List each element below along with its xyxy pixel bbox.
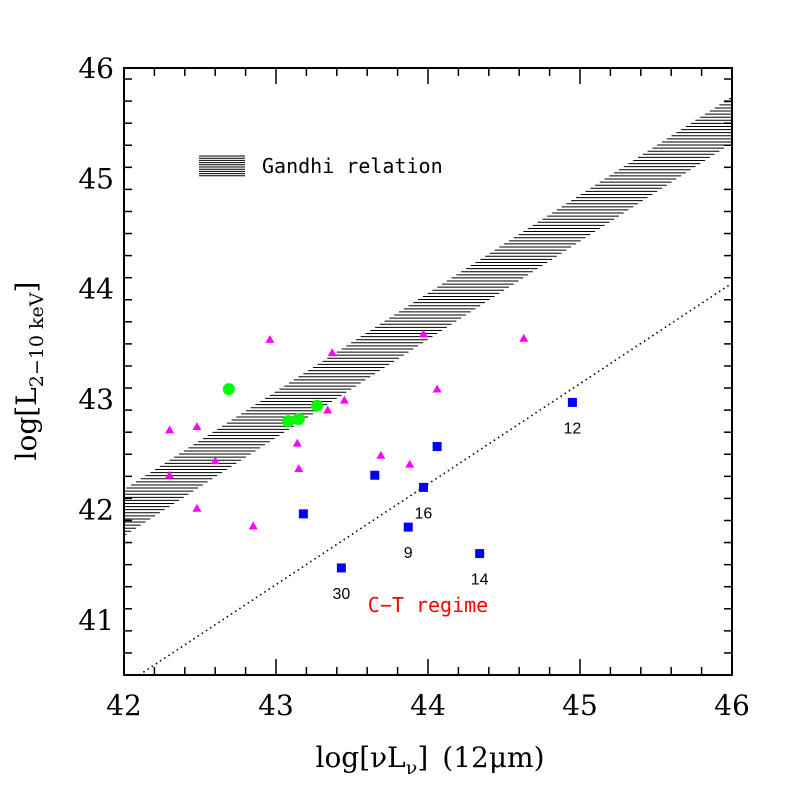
point-label: 30	[332, 586, 350, 603]
square-point	[298, 509, 308, 519]
y-tick-label: 41	[78, 604, 114, 637]
y-tick-label: 44	[78, 273, 114, 306]
x-tick-label: 42	[106, 689, 142, 722]
y-axis-title: log[L2−10 keV]	[10, 282, 48, 461]
triangle-point	[165, 470, 175, 479]
y-axis-sub: 2−10 keV	[26, 292, 48, 387]
triangle-point	[339, 395, 349, 404]
square-point	[370, 470, 380, 480]
circle-point	[311, 399, 324, 412]
legend-swatch	[199, 155, 245, 177]
point-label: 16	[415, 505, 433, 522]
x-tick-label: 45	[562, 689, 598, 722]
x-axis-suffix: ]	[417, 741, 428, 774]
x-tick-label: 44	[410, 689, 446, 722]
triangle-point	[376, 450, 386, 459]
triangle-point	[248, 521, 258, 530]
triangle-point	[210, 456, 220, 465]
square-point	[475, 549, 485, 559]
square-point	[418, 482, 428, 492]
ct-dotted-line	[138, 282, 732, 675]
data-points: 30 9 16 14 12	[165, 329, 582, 603]
x-axis-sub: ν	[406, 757, 418, 779]
circle-point	[222, 383, 235, 396]
y-axis-main: L	[10, 387, 43, 406]
triangle-point	[405, 459, 415, 468]
triangle-point	[292, 438, 302, 447]
triangle-point	[519, 333, 529, 342]
y-axis-suffix: ]	[10, 282, 43, 293]
point-label: 14	[471, 572, 489, 589]
triangle-point	[294, 464, 304, 472]
square-point	[336, 563, 346, 573]
y-axis-prefix: log[	[10, 406, 43, 461]
triangle-point	[192, 422, 202, 431]
x-axis-extra: (12μm)	[442, 741, 544, 774]
x-axis-main: νL	[370, 741, 406, 774]
square-point	[432, 442, 442, 452]
plot-frame	[123, 67, 733, 676]
triangle-point	[323, 405, 333, 414]
x-tick-label: 43	[258, 689, 294, 722]
legend: Gandhi relation	[199, 154, 443, 178]
axis-ticks: 42 43 44 45 46 41 42 43 44 45 46	[78, 52, 749, 722]
y-tick-label: 46	[78, 52, 114, 85]
square-point	[567, 397, 577, 407]
triangle-point	[432, 384, 442, 393]
triangle-point	[192, 503, 202, 512]
y-tick-label: 45	[78, 162, 114, 195]
triangle-point	[265, 334, 275, 343]
y-tick-label: 43	[78, 383, 114, 416]
triangle-point	[165, 425, 175, 434]
circle-point	[282, 415, 295, 428]
ct-line	[138, 282, 732, 675]
point-label: 12	[564, 420, 582, 437]
circle-point	[292, 412, 305, 425]
legend-label: Gandhi relation	[262, 154, 443, 178]
triangle-point	[327, 348, 337, 357]
y-tick-label: 42	[78, 493, 114, 526]
x-axis-prefix: log[	[315, 741, 370, 774]
square-point	[403, 522, 413, 532]
triangle-point	[418, 329, 428, 338]
x-tick-label: 46	[714, 689, 750, 722]
ct-regime-annotation: C−T regime	[368, 593, 488, 617]
x-axis-title: log[νLν] (12μm)	[315, 741, 544, 779]
point-label: 9	[404, 545, 413, 562]
